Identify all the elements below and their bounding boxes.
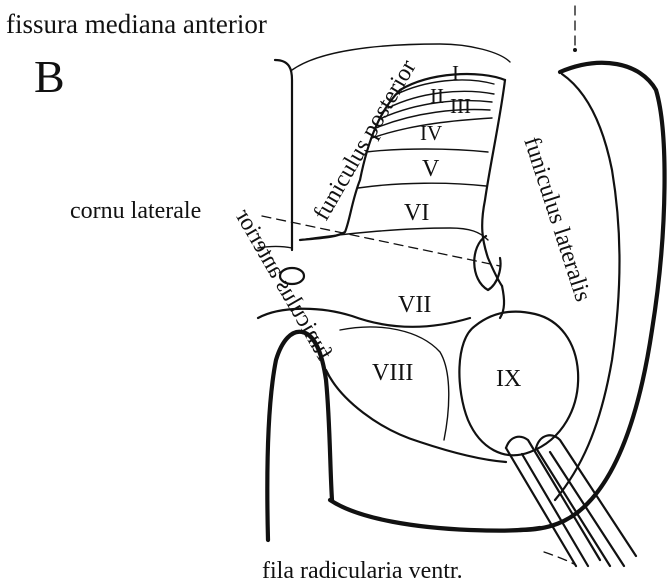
lamina-label-iii: III [450,94,471,118]
bottom-outer-contour [330,500,540,531]
cornu-laterale-pointer [262,216,500,266]
anterior-funiculus-contour [326,370,506,462]
ventral-rootlets [506,435,636,566]
lamina-boundary-v-vi [358,183,486,188]
lamina-label-ii: II [430,84,444,108]
panel-letter: B [34,51,65,102]
lamina-boundary-iv-v [366,149,488,152]
lamina-label-vii: VII [398,292,431,318]
lamina-label-viii: VIII [372,360,413,386]
fissura-pointer-dot [573,48,577,52]
dorsal-horn-right-edge [482,80,505,286]
lamina-label-v: V [422,156,440,182]
anterior-median-fissure [267,332,332,540]
lamina-label-i: I [452,61,459,85]
midline [275,60,292,250]
label-cornu-laterale: cornu laterale [70,198,201,224]
label-fissura-mediana-anterior: fissura mediana anterior [6,9,267,39]
lamina-label-iv: IV [420,121,442,145]
lamina-label-ix: IX [496,366,521,392]
label-funiculus-lateralis: funiculus lateralis [518,134,596,305]
label-fila-radicularia: fila radicularia ventr. [262,558,463,584]
lamina-label-vi: VI [404,200,429,226]
